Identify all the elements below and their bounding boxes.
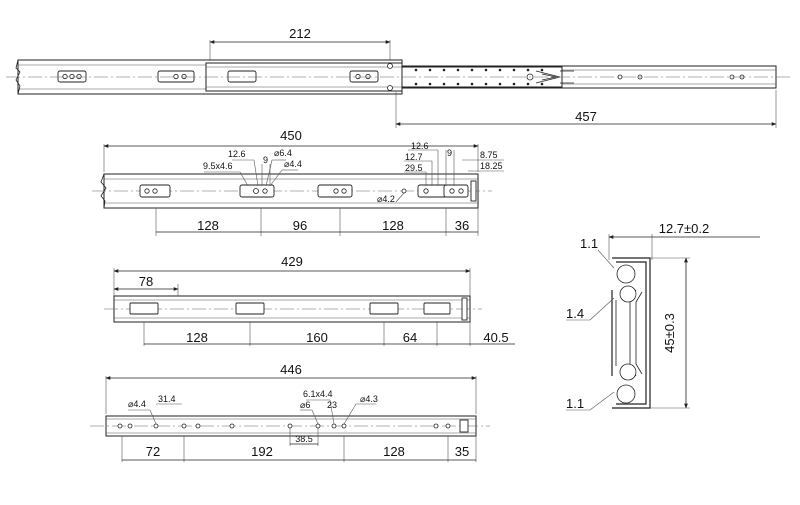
seg-128-a: 128 [197,218,219,233]
dim-height: 45±0.3 [662,313,677,353]
inner-member-view: 446 ⌀4.4 31.4 6.1x4.4 ⌀6 23 ⌀4.3 38.5 [90,362,490,462]
callout-18-25: 18.25 [480,161,503,171]
dim-212: 212 [289,26,311,41]
seg-96: 96 [293,218,307,233]
callout-29-5: 29.5 [405,163,423,173]
hole-phi-4-2: ⌀4.2 [377,194,395,204]
dim-width: 12.7±0.2 [659,221,710,236]
dim-450: 450 [280,128,302,143]
callout-9-right: 9 [447,148,452,158]
intermediate-member-view: 429 78 128 160 64 40.5 [104,254,515,346]
seg-192: 192 [251,444,273,459]
seg-128: 128 [186,330,208,345]
callout-12-6-left: 12.6 [228,149,246,159]
seg-128-b: 128 [382,218,404,233]
callout-23: 23 [327,400,337,410]
callout-9-5x4-6: 9.5x4.6 [203,161,233,171]
extended-slide-view: 212 [6,26,790,128]
callout-phi-6: ⌀6 [300,400,310,410]
callout-8-75: 8.75 [480,150,498,160]
callout-12-7: 12.7 [405,152,423,162]
callout-phi-4-4: ⌀4.4 [284,159,302,169]
callout-12-6-right: 12.6 [411,141,429,151]
callout-phi-4-4-inner: ⌀4.4 [128,399,146,409]
cross-section-view: 12.7±0.2 45±0.3 1.1 1.4 1.1 [566,221,760,411]
seg-35: 35 [455,444,469,459]
dim-446: 446 [280,362,302,377]
seg-160: 160 [306,330,328,345]
seg-128-inner: 128 [383,444,405,459]
seg-40-5: 40.5 [483,330,508,345]
seg-36: 36 [455,218,469,233]
seg-72: 72 [146,444,160,459]
callout-phi-6-4: ⌀6.4 [274,148,292,158]
thickness-top: 1.1 [580,236,598,251]
thickness-bottom: 1.1 [566,396,584,411]
outer-member-view: 450 12.6 9.5x4.6 9 ⌀6.4 ⌀4.4 [92,128,504,236]
callout-38-5: 38.5 [295,434,313,444]
thickness-mid: 1.4 [566,306,584,321]
callout-6-1x4-4: 6.1x4.4 [303,389,333,399]
dim-457: 457 [575,109,597,124]
callout-31-4: 31.4 [158,394,176,404]
dim-78: 78 [139,274,153,289]
dim-429: 429 [281,254,303,269]
callout-9-left: 9 [263,155,268,165]
callout-phi-4-3: ⌀4.3 [360,394,378,404]
seg-64: 64 [403,330,417,345]
